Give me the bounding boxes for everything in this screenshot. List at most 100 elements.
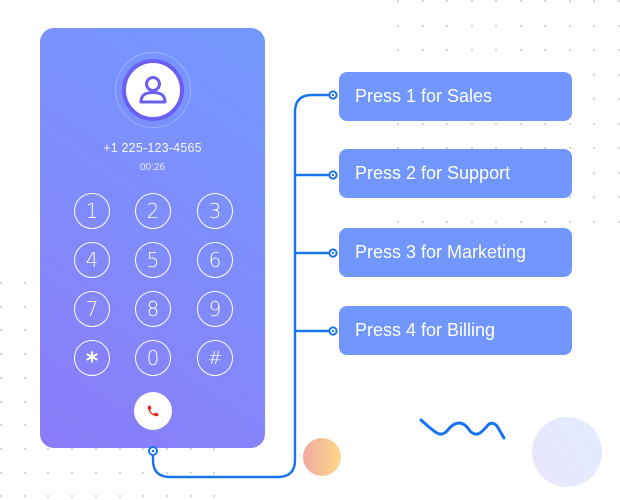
dot — [397, 147, 399, 149]
dot — [397, 49, 399, 51]
dot — [593, 122, 595, 125]
dot — [519, 147, 522, 149]
dot — [519, 49, 522, 51]
dot — [213, 447, 216, 450]
orange-circle-decoration — [303, 438, 341, 476]
key-0[interactable]: 0 — [135, 340, 171, 376]
key-2[interactable]: 2 — [135, 193, 171, 229]
ivr-option-sales[interactable]: Press 1 for Sales — [339, 72, 572, 121]
dot — [495, 0, 497, 2]
key-8[interactable]: 8 — [135, 291, 171, 327]
dot — [397, 0, 399, 2]
dot — [0, 329, 2, 332]
ivr-option-marketing[interactable]: Press 3 for Marketing — [339, 228, 572, 277]
dot — [421, 49, 424, 51]
dot — [593, 73, 595, 76]
dot — [397, 122, 399, 125]
key-5[interactable]: 5 — [135, 242, 171, 278]
dot — [142, 447, 145, 450]
key-3[interactable]: 3 — [197, 193, 233, 229]
ivr-option-billing[interactable]: Press 4 for Billing — [339, 306, 572, 355]
dot — [165, 447, 168, 450]
dot — [118, 471, 121, 474]
dot — [568, 24, 571, 27]
key-6[interactable]: 6 — [197, 242, 233, 278]
dot — [446, 220, 448, 223]
dot — [544, 122, 546, 125]
dot — [23, 329, 26, 332]
dot — [617, 0, 620, 2]
dot — [617, 171, 620, 174]
dot — [446, 24, 448, 27]
dot — [165, 471, 168, 474]
dot — [189, 447, 192, 450]
dot — [544, 49, 546, 51]
dot — [421, 0, 424, 2]
hangup-button[interactable] — [134, 392, 172, 430]
dot — [544, 220, 546, 223]
dot — [0, 353, 2, 356]
dot — [446, 147, 448, 149]
dot — [495, 24, 497, 27]
dot — [0, 447, 2, 450]
dot — [446, 49, 448, 51]
option-label: Press 1 for Sales — [355, 86, 493, 106]
dot — [23, 424, 26, 427]
dot — [519, 24, 522, 27]
key-4[interactable]: 4 — [74, 242, 110, 278]
dot — [519, 220, 522, 223]
key-hash[interactable]: # — [197, 340, 233, 376]
dot — [71, 495, 74, 498]
dot — [568, 147, 571, 149]
dot — [568, 49, 571, 51]
dot — [617, 49, 620, 51]
dot — [617, 98, 620, 100]
phone-number: +1 225-123-4565 — [103, 141, 202, 155]
dot — [23, 495, 26, 498]
dot — [470, 147, 473, 149]
dot — [142, 471, 145, 474]
dot — [470, 0, 473, 2]
dot — [568, 0, 571, 2]
dot — [519, 122, 522, 125]
dot — [142, 495, 145, 498]
call-duration: 00:26 — [139, 162, 166, 173]
dot — [0, 400, 2, 403]
dot — [71, 447, 74, 450]
dot — [47, 495, 50, 498]
option-label: Press 3 for Marketing — [355, 242, 527, 262]
dot — [421, 122, 424, 125]
dot — [470, 122, 473, 125]
avatar — [122, 59, 184, 121]
dot — [71, 471, 74, 474]
key-7[interactable]: 7 — [74, 291, 110, 327]
dot — [544, 147, 546, 149]
key-9[interactable]: 9 — [197, 291, 233, 327]
option-label: Press 2 for Support — [355, 163, 511, 183]
phone-hangup-icon — [147, 405, 159, 417]
dot — [0, 376, 2, 379]
dot — [593, 24, 595, 27]
dot — [397, 220, 399, 223]
dot — [118, 447, 121, 450]
key-1[interactable]: 1 — [74, 193, 110, 229]
dot — [94, 495, 97, 498]
dot — [617, 122, 620, 125]
dot — [94, 447, 97, 450]
dot — [470, 220, 473, 223]
dot — [568, 122, 571, 125]
dot — [421, 24, 424, 27]
dot — [446, 0, 448, 2]
dot — [617, 73, 620, 76]
dot — [495, 147, 497, 149]
user-icon — [139, 76, 167, 104]
dot — [189, 471, 192, 474]
dot — [470, 49, 473, 51]
ivr-option-support[interactable]: Press 2 for Support — [339, 149, 572, 198]
dot — [0, 471, 2, 474]
dot — [47, 447, 50, 450]
key-star[interactable]: * — [74, 340, 110, 376]
dot — [213, 471, 216, 474]
dot — [23, 282, 26, 284]
